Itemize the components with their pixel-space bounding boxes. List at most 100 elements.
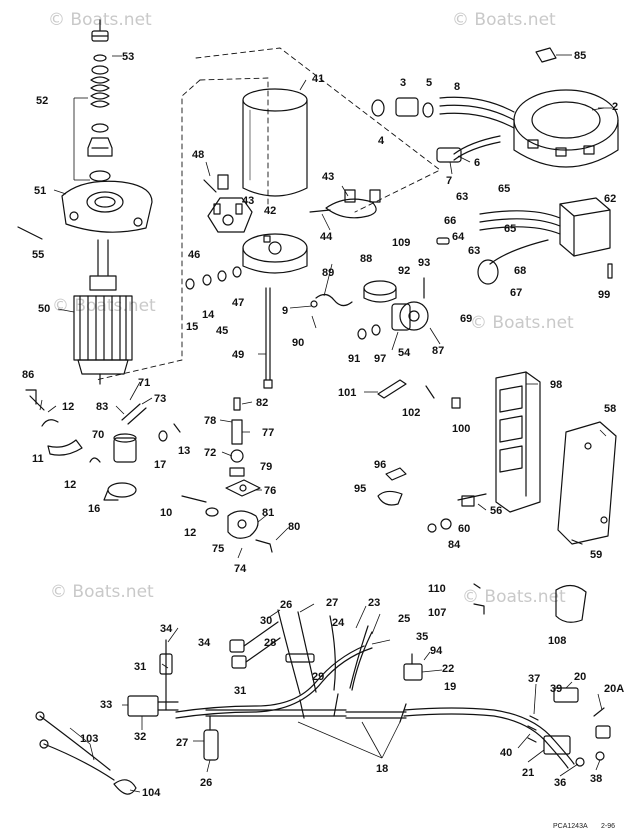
drawing-code: PCA1243A	[553, 823, 588, 830]
callout-62: 62	[604, 193, 616, 205]
callout-63a: 63	[456, 191, 468, 203]
callout-93: 93	[418, 257, 430, 269]
clamp-16	[103, 482, 137, 501]
callout-33: 33	[100, 699, 112, 711]
callout-79: 79	[260, 461, 272, 473]
callout-12c: 12	[184, 527, 196, 539]
callout-103: 103	[80, 733, 98, 745]
callout-12a: 12	[62, 401, 74, 413]
callout-52: 52	[36, 95, 48, 107]
callout-71: 71	[138, 377, 150, 389]
cover-58	[557, 421, 617, 545]
callout-36: 36	[554, 777, 566, 789]
screw-110	[473, 583, 481, 589]
enrichener-valve-70	[113, 403, 147, 463]
callout-10: 10	[160, 507, 172, 519]
callout-16: 16	[88, 503, 100, 515]
callout-85: 85	[574, 50, 586, 62]
callout-2: 2	[612, 101, 618, 113]
clip-12b	[89, 457, 101, 463]
callout-68: 68	[514, 265, 526, 277]
drawing-date: 2-96	[601, 823, 616, 830]
screw-55	[17, 226, 43, 240]
through-bolt-49	[263, 287, 273, 389]
callout-15: 15	[186, 321, 198, 333]
callout-109: 109	[392, 237, 410, 249]
washer-91-97	[357, 324, 381, 340]
screw-102	[425, 385, 435, 399]
callout-7: 7	[446, 175, 452, 187]
starter-armature	[73, 239, 133, 385]
callout-74: 74	[234, 563, 247, 575]
hose-11	[47, 439, 83, 456]
callout-20: 20	[574, 671, 586, 683]
callout-70: 70	[92, 429, 104, 441]
callout-45: 45	[216, 325, 228, 337]
connector-31-33	[127, 639, 179, 717]
callout-13: 13	[178, 445, 190, 457]
washer-stack	[185, 266, 242, 290]
callout-101: 101	[338, 387, 356, 399]
plug-connector-3	[371, 96, 515, 163]
callout-30: 30	[260, 615, 272, 627]
starter-housing	[242, 88, 308, 197]
nut-60	[440, 518, 452, 530]
callout-90: 90	[292, 337, 304, 349]
callout-67: 67	[510, 287, 522, 299]
callout-87: 87	[432, 345, 444, 357]
starter-drive-end-cap	[61, 180, 153, 233]
callout-98: 98	[550, 379, 562, 391]
grommet-56	[457, 493, 487, 507]
callout-83: 83	[96, 401, 108, 413]
callout-88: 88	[360, 253, 372, 265]
stator-2	[513, 89, 619, 168]
clip-12a	[41, 419, 59, 427]
callout-34b: 34	[160, 623, 173, 635]
connector-30-34	[229, 621, 281, 669]
callout-47: 47	[232, 297, 244, 309]
callout-72: 72	[204, 447, 216, 459]
callout-20A: 20A	[604, 683, 624, 695]
voltage-rectifier-62	[477, 197, 613, 285]
callout-27a: 27	[326, 597, 338, 609]
callout-63b: 63	[468, 245, 480, 257]
callout-27b: 27	[176, 737, 188, 749]
callout-73: 73	[154, 393, 166, 405]
clip-107	[473, 603, 485, 615]
callout-77: 77	[262, 427, 274, 439]
callout-29: 29	[312, 671, 324, 683]
callout-55: 55	[32, 249, 44, 261]
callout-24: 24	[332, 617, 345, 629]
callout-14: 14	[202, 309, 215, 321]
callout-18: 18	[376, 763, 388, 775]
callout-26a: 26	[280, 599, 292, 611]
wire-ends-103	[35, 711, 137, 795]
watermark: © Boats.net	[462, 587, 566, 607]
callout-64: 64	[452, 231, 465, 243]
callout-42: 42	[264, 205, 276, 217]
callout-8: 8	[454, 81, 460, 93]
callout-69: 69	[460, 313, 472, 325]
callout-32: 32	[134, 731, 146, 743]
callout-51: 51	[34, 185, 46, 197]
clamp-89	[310, 293, 353, 308]
bracket-101	[377, 379, 407, 399]
callout-53: 53	[122, 51, 134, 63]
callout-3: 3	[400, 77, 406, 89]
callout-75: 75	[212, 543, 224, 555]
watermark: © Boats.net	[470, 313, 574, 333]
callout-49: 49	[232, 349, 244, 361]
nut-85	[535, 47, 557, 63]
clip-96-95	[377, 467, 407, 506]
callout-23: 23	[368, 597, 380, 609]
callout-78: 78	[204, 415, 216, 427]
callout-54: 54	[398, 347, 411, 359]
callout-107: 107	[428, 607, 446, 619]
callout-5: 5	[426, 77, 432, 89]
callout-44: 44	[320, 231, 333, 243]
callout-9: 9	[282, 305, 288, 317]
brush-plate	[203, 174, 253, 233]
callout-60: 60	[458, 523, 470, 535]
callout-31b: 31	[234, 685, 246, 697]
